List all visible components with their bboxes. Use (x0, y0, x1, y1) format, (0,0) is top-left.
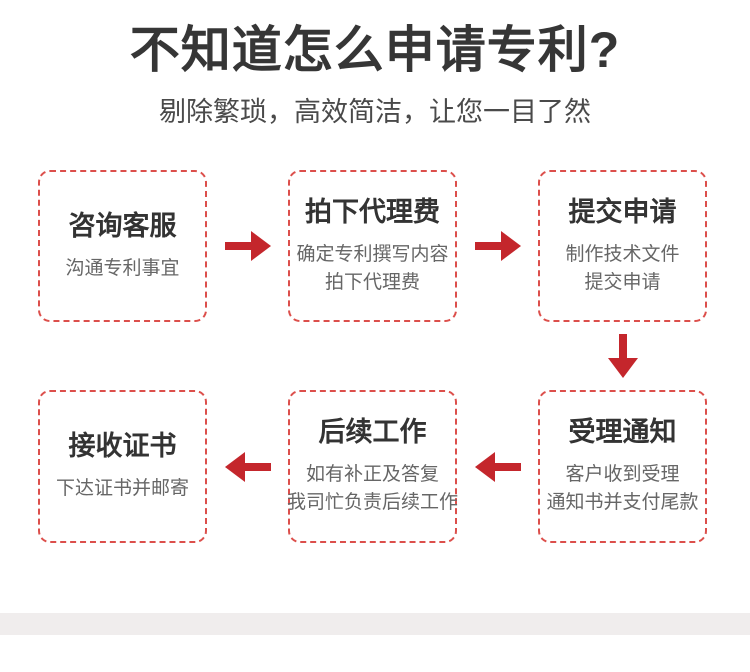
step-description: 如有补正及答复 我司忙负责后续工作 (287, 461, 458, 517)
process-flow-diagram: 咨询客服 沟通专利事宜 拍下代理费 确定专利撰写内容 拍下代理费 (0, 170, 750, 543)
step-title: 接收证书 (68, 431, 177, 461)
step-box-acceptance-notice: 受理通知 客户收到受理 通知书并支付尾款 (538, 390, 707, 543)
step-title: 受理通知 (568, 417, 677, 447)
step-description: 客户收到受理 通知书并支付尾款 (546, 461, 698, 517)
step-title: 后续工作 (318, 417, 427, 447)
step-box-receive-certificate: 接收证书 下达证书并邮寄 (38, 390, 207, 543)
step-line: 下达证书并邮寄 (55, 478, 189, 499)
step-title: 拍下代理费 (305, 196, 440, 227)
step-title: 咨询客服 (68, 210, 177, 241)
step-title: 提交申请 (568, 196, 677, 227)
step-line: 沟通专利事宜 (65, 257, 180, 279)
step-description: 沟通专利事宜 (65, 255, 179, 283)
step-description: 制作技术文件 提交申请 (565, 241, 679, 297)
step-line: 通知书并支付尾款 (546, 492, 699, 513)
step-description: 下达证书并邮寄 (56, 475, 189, 503)
step-line: 我司忙负责后续工作 (287, 492, 459, 513)
step-box-submit-application: 提交申请 制作技术文件 提交申请 (538, 170, 707, 322)
step-line: 提交申请 (584, 271, 661, 293)
step-line: 如有补正及答复 (306, 464, 440, 485)
step-box-consult-service: 咨询客服 沟通专利事宜 (38, 170, 207, 322)
bottom-divider-bar (0, 613, 750, 635)
step-description: 确定专利撰写内容 拍下代理费 (296, 241, 448, 297)
arrow-right-icon (207, 170, 288, 322)
step-line: 拍下代理费 (324, 271, 420, 293)
step-line: 确定专利撰写内容 (296, 243, 449, 265)
arrow-right-icon (457, 170, 538, 322)
page-title: 不知道怎么申请专利? (129, 22, 621, 78)
step-line: 制作技术文件 (565, 243, 680, 265)
step-box-follow-up-work: 后续工作 如有补正及答复 我司忙负责后续工作 (287, 390, 458, 543)
arrow-down-icon (538, 322, 707, 390)
step-line: 客户收到受理 (565, 464, 680, 485)
arrow-left-icon (457, 390, 538, 543)
arrow-left-icon (207, 390, 288, 543)
page-subtitle: 剔除繁琐，高效简洁，让您一目了然 (159, 97, 591, 127)
step-box-pay-agency-fee: 拍下代理费 确定专利撰写内容 拍下代理费 (288, 170, 457, 322)
